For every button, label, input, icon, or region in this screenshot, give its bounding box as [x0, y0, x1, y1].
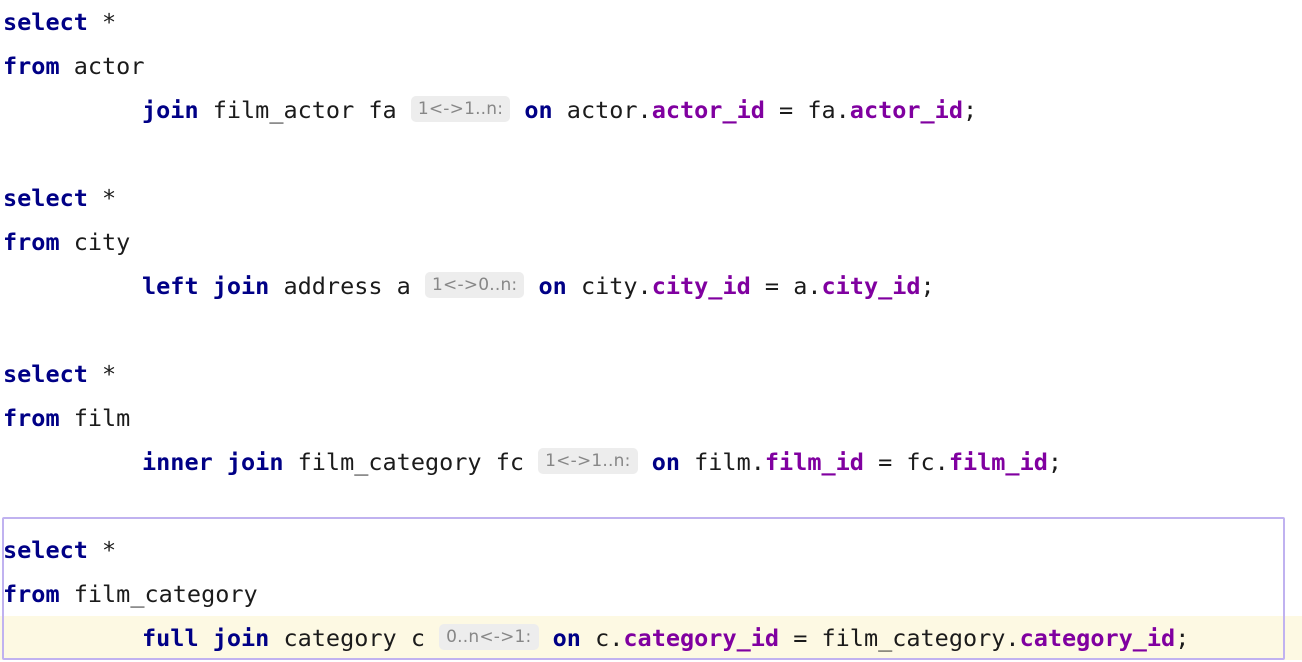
keyword-select: select	[3, 8, 88, 36]
code-line-select-1[interactable]: select *	[0, 0, 1302, 44]
star-token: *	[87, 8, 117, 36]
code-line-join-4[interactable]: full join category c 0..n<->1: on c.cate…	[0, 616, 1302, 660]
table-name-city: city	[59, 228, 131, 256]
qualifier-fa: fa.	[807, 96, 850, 124]
equals-operator: =	[863, 448, 907, 476]
qualifier-actor: actor.	[552, 96, 652, 124]
column-category-id-left: category_id	[623, 624, 780, 652]
table-name-actor: actor	[59, 52, 145, 80]
code-line-join-1[interactable]: join film_actor fa 1<->1..n: on actor.ac…	[0, 88, 1302, 132]
qualifier-c: c.	[580, 624, 624, 652]
blank-line[interactable]	[0, 308, 1302, 352]
keyword-on: on	[524, 96, 553, 124]
table-name-address: address a	[269, 272, 425, 300]
column-film-id-left: film_id	[764, 448, 864, 476]
code-line-from-1[interactable]: from actor	[0, 44, 1302, 88]
keyword-from: from	[3, 404, 60, 432]
caret-line-highlight	[0, 616, 1302, 660]
table-name-category: category c	[269, 624, 440, 652]
table-name-film: film	[59, 404, 131, 432]
column-actor-id-left: actor_id	[651, 96, 765, 124]
column-actor-id-right: actor_id	[849, 96, 963, 124]
keyword-select: select	[3, 360, 88, 388]
qualifier-city: city.	[566, 272, 652, 300]
column-category-id-right: category_id	[1019, 624, 1176, 652]
code-line-join-3[interactable]: inner join film_category fc 1<->1..n: on…	[0, 440, 1302, 484]
keyword-from: from	[3, 228, 60, 256]
keyword-inner-join: inner join	[142, 448, 284, 476]
column-city-id-right: city_id	[821, 272, 921, 300]
semicolon: ;	[1175, 624, 1190, 652]
semicolon: ;	[962, 96, 978, 124]
code-line-from-3[interactable]: from film	[0, 396, 1302, 440]
keyword-on: on	[651, 448, 680, 476]
star-token: *	[87, 360, 117, 388]
keyword-select: select	[3, 184, 88, 212]
join-cardinality-hint-badge[interactable]: 1<->0..n:	[424, 272, 525, 298]
blank-line[interactable]	[0, 132, 1302, 176]
code-line-from-4[interactable]: from film_category	[0, 572, 1302, 616]
keyword-join: join	[142, 96, 199, 124]
star-token: *	[87, 536, 117, 564]
code-line-select-2[interactable]: select *	[0, 176, 1302, 220]
column-city-id-left: city_id	[651, 272, 751, 300]
semicolon: ;	[920, 272, 935, 300]
equals-operator: =	[750, 272, 794, 300]
join-cardinality-hint-badge[interactable]: 1<->1..n:	[410, 96, 511, 122]
equals-operator: =	[764, 96, 808, 124]
table-name-film-actor: film_actor fa	[198, 96, 411, 124]
table-name-film-category: film_category fc	[283, 448, 539, 476]
equals-operator: =	[779, 624, 822, 652]
code-line-join-2[interactable]: left join address a 1<->0..n: on city.ci…	[0, 264, 1302, 308]
star-token: *	[87, 184, 117, 212]
qualifier-film-category: film_category.	[821, 624, 1020, 652]
qualifier-fc: fc.	[906, 448, 949, 476]
keyword-from: from	[3, 580, 60, 608]
code-line-from-2[interactable]: from city	[0, 220, 1302, 264]
table-name-film-category: film_category	[59, 580, 258, 608]
code-line-select-3[interactable]: select *	[0, 352, 1302, 396]
keyword-on: on	[538, 272, 567, 300]
join-cardinality-hint-badge[interactable]: 1<->1..n:	[538, 448, 638, 474]
semicolon: ;	[1047, 448, 1063, 476]
qualifier-film: film.	[679, 448, 765, 476]
keyword-select: select	[3, 536, 88, 564]
blank-line[interactable]	[0, 484, 1302, 528]
keyword-on: on	[552, 624, 581, 652]
keyword-left-join: left join	[142, 272, 270, 300]
join-cardinality-hint-badge[interactable]: 0..n<->1:	[439, 624, 539, 650]
keyword-from: from	[3, 52, 60, 80]
qualifier-a: a.	[793, 272, 822, 300]
column-film-id-right: film_id	[948, 448, 1048, 476]
code-line-select-4[interactable]: select *	[0, 528, 1302, 572]
keyword-full-join: full join	[142, 624, 270, 652]
